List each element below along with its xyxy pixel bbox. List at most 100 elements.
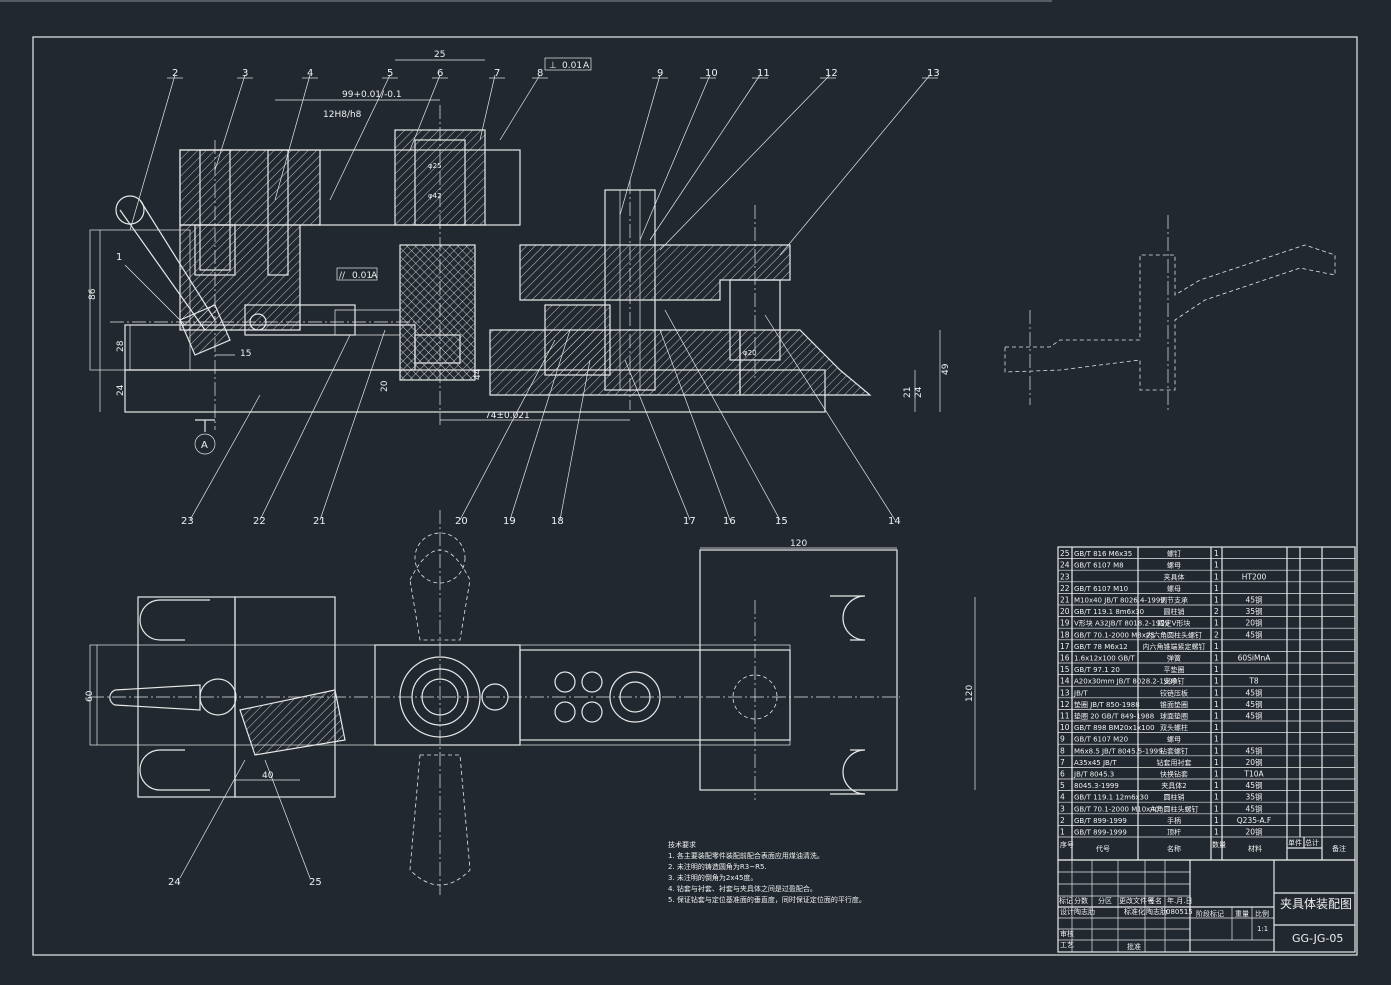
header-seq: 序号 bbox=[1060, 840, 1074, 849]
dim-40: 40 bbox=[262, 771, 274, 781]
tb-standardizer: 陶志肋 bbox=[1146, 907, 1167, 916]
row-name: 六角圆柱头螺钉 bbox=[1150, 804, 1199, 813]
balloon-7: 7 bbox=[494, 68, 500, 79]
row-name: 平垫圈 bbox=[1164, 665, 1185, 674]
row-material: 35钢 bbox=[1245, 792, 1262, 802]
row-seq: 10 bbox=[1060, 723, 1070, 732]
balloon-8: 8 bbox=[537, 68, 543, 79]
balloon-3: 3 bbox=[242, 68, 248, 79]
row-qty: 1 bbox=[1214, 700, 1219, 709]
row-seq: 1 bbox=[1060, 828, 1065, 837]
row-qty: 1 bbox=[1214, 781, 1219, 790]
row-name: 手柄 bbox=[1167, 816, 1181, 825]
row-qty: 1 bbox=[1214, 828, 1219, 837]
tb-ymd: 年.月.日 bbox=[1167, 896, 1192, 905]
row-qty: 1 bbox=[1214, 770, 1219, 779]
row-seq: 22 bbox=[1060, 584, 1070, 593]
row-code: GB/T 6107 M20 bbox=[1074, 736, 1128, 744]
balloon-21: 21 bbox=[313, 516, 326, 527]
balloon-18: 18 bbox=[551, 516, 564, 527]
row-code: GB/T 70.1-2000 M8x25 bbox=[1074, 631, 1155, 639]
row-seq: 11 bbox=[1060, 712, 1070, 721]
row-seq: 6 bbox=[1060, 770, 1065, 779]
row-name: 顶杆 bbox=[1167, 828, 1181, 837]
row-qty: 1 bbox=[1214, 596, 1219, 605]
row-material: Q235-A.F bbox=[1237, 816, 1271, 825]
tb-change-doc: 更改文件号 bbox=[1119, 896, 1154, 905]
dim-24-right: 24 bbox=[914, 386, 924, 398]
front-section-view bbox=[89, 57, 941, 521]
balloon-1: 1 bbox=[116, 252, 122, 263]
tb-scale: 1:1 bbox=[1257, 925, 1268, 933]
row-material: 45钢 bbox=[1245, 699, 1262, 709]
row-material: 45钢 bbox=[1245, 629, 1262, 639]
row-material: 35钢 bbox=[1245, 606, 1262, 616]
row-seq: 3 bbox=[1060, 804, 1065, 813]
perpendicularity-symbol: ⊥ bbox=[549, 61, 557, 71]
row-qty: 1 bbox=[1214, 758, 1219, 767]
row-name: 钻套螺钉 bbox=[1160, 746, 1188, 755]
dim-44: 44 bbox=[473, 368, 483, 380]
row-name: 内六角圆柱头螺钉 bbox=[1146, 630, 1202, 639]
row-qty: 1 bbox=[1214, 804, 1219, 813]
note-4: 4. 钻套与衬套、衬套与夹具体之间是过盈配合。 bbox=[668, 884, 817, 893]
row-code: GB/T 899-1999 bbox=[1074, 829, 1127, 837]
header-unit: 单件 bbox=[1288, 838, 1302, 847]
row-material: 20钢 bbox=[1245, 757, 1262, 767]
row-name: 铰链压板 bbox=[1160, 688, 1188, 697]
technical-notes: 技术要求 1. 各主要装配零件装配前配合表面应用煤油清洗。 2. 未注明的铸造圆… bbox=[668, 840, 866, 904]
balloon-6: 6 bbox=[437, 68, 443, 79]
row-name: 螺母 bbox=[1167, 561, 1181, 570]
row-seq: 21 bbox=[1060, 596, 1070, 605]
balloon-11: 11 bbox=[757, 68, 770, 79]
row-seq: 12 bbox=[1060, 700, 1070, 709]
balloon-10: 10 bbox=[705, 68, 718, 79]
row-seq: 15 bbox=[1060, 665, 1070, 674]
dim-28: 28 bbox=[116, 340, 126, 352]
row-material: 20钢 bbox=[1245, 618, 1262, 628]
balloon-15: 15 bbox=[775, 516, 788, 527]
header-name: 名称 bbox=[1167, 844, 1181, 853]
row-material: 45钢 bbox=[1245, 745, 1262, 755]
row-qty: 1 bbox=[1214, 619, 1219, 628]
row-name: 螺母 bbox=[1167, 584, 1181, 593]
row-name: 双头螺柱 bbox=[1160, 723, 1188, 732]
row-seq: 5 bbox=[1060, 781, 1065, 790]
tb-signature: 签名 bbox=[1148, 896, 1162, 905]
tb-zones: 分数 bbox=[1074, 896, 1088, 905]
row-material: HT200 bbox=[1242, 572, 1267, 581]
row-qty: 1 bbox=[1214, 816, 1219, 825]
row-material: 60SiMnA bbox=[1238, 654, 1272, 663]
tb-mark: 标记 bbox=[1059, 896, 1073, 905]
dim-phi25: φ25 bbox=[428, 162, 442, 170]
header-qty: 数量 bbox=[1212, 840, 1226, 849]
dim-20: 20 bbox=[380, 380, 390, 392]
row-name: 弹簧 bbox=[1167, 654, 1181, 663]
drawing-number: GG-JG-05 bbox=[1292, 932, 1343, 945]
row-qty: 1 bbox=[1214, 561, 1219, 570]
row-seq: 4 bbox=[1060, 793, 1065, 802]
row-name: 球面垫圈 bbox=[1160, 712, 1188, 721]
row-qty: 1 bbox=[1214, 584, 1219, 593]
row-code: JB/T bbox=[1073, 689, 1088, 697]
row-name: 支承钉 bbox=[1164, 677, 1185, 686]
row-seq: 14 bbox=[1060, 677, 1070, 686]
tb-date: 080515 bbox=[1166, 908, 1193, 916]
row-code: GB/T 898 BM20x1x100 bbox=[1074, 724, 1155, 732]
tb-design: 设计 bbox=[1060, 907, 1074, 916]
dim-15: 15 bbox=[240, 349, 251, 359]
row-material: T10A bbox=[1243, 770, 1264, 779]
balloon-2: 2 bbox=[172, 68, 178, 79]
tb-weight: 重量 bbox=[1235, 910, 1249, 918]
